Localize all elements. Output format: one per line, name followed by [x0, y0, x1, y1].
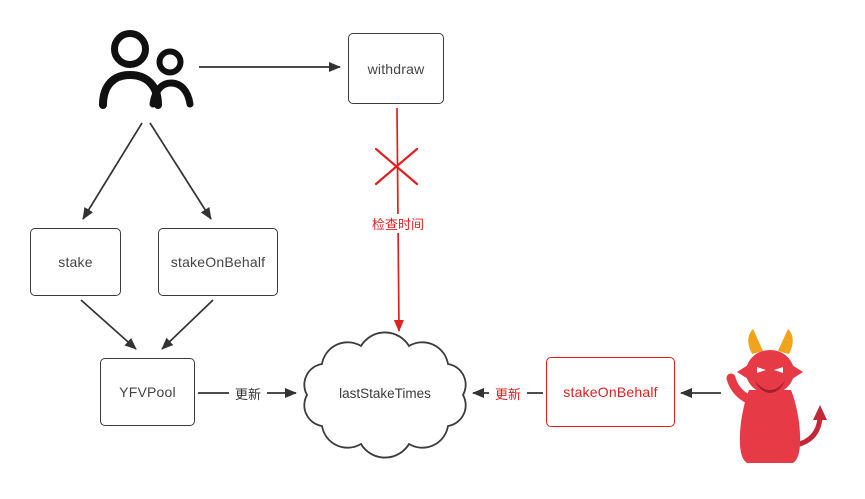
node-last-stake-times: lastStakeTimes [339, 386, 431, 401]
users-icon [99, 30, 194, 109]
node-withdraw: withdraw [348, 33, 444, 104]
devil-icon [726, 329, 827, 463]
node-attacker-stake-on-behalf: stakeOnBehalf [546, 357, 675, 427]
edge-label-check-time: 检查时间 [367, 214, 429, 233]
arrow-stake-to-yfvpool [80, 299, 137, 350]
edge-label-update-from-pool: 更新 [229, 384, 267, 403]
arrow-users-to-stakeonbehalf [149, 122, 212, 220]
red-x-icon [374, 147, 419, 186]
edge-label-update-from-attacker: 更新 [489, 384, 527, 403]
arrow-users-to-stake [82, 122, 143, 220]
node-yfv-pool: YFVPool [100, 358, 195, 426]
node-stake-on-behalf: stakeOnBehalf [158, 228, 278, 296]
arrow-stakeonbehalf-to-yfvpool [161, 299, 214, 350]
node-stake: stake [30, 228, 121, 296]
cloud-shape [303, 331, 467, 459]
